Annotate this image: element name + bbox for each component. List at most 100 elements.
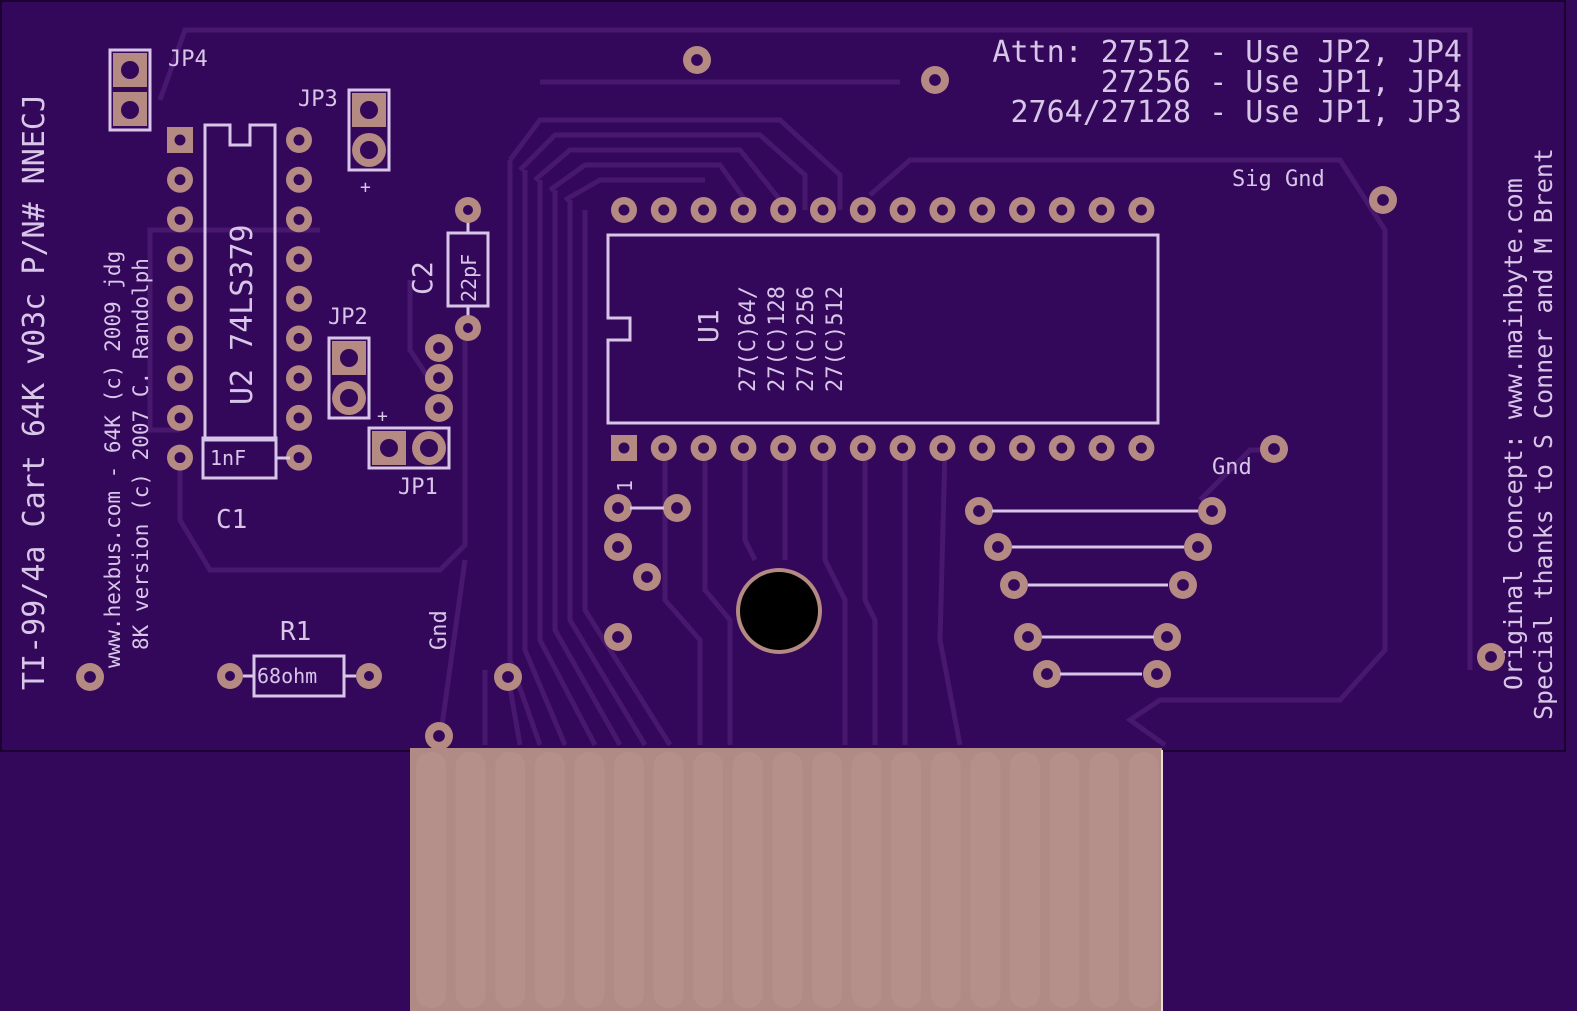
u1-pin (810, 435, 836, 461)
connector-finger (693, 752, 724, 1008)
c2-value: 22pF (457, 254, 481, 302)
via-pad (1198, 497, 1226, 525)
via-pad (1033, 660, 1061, 688)
connector-finger (1049, 752, 1080, 1008)
jumper-jp3: JP3 + (298, 87, 391, 198)
connector-finger (930, 752, 961, 1008)
attn-line-1: Attn: 27512 - Use JP2, JP4 (992, 35, 1462, 70)
jp1-label: JP1 (398, 475, 438, 500)
u1-pin (1048, 435, 1075, 461)
sig-gnd-label: Sig Gnd (1232, 167, 1325, 192)
connector-finger (1128, 752, 1159, 1008)
u1-pin (690, 435, 717, 461)
attn-line-3: 2764/27128 - Use JP1, JP3 (1010, 95, 1462, 130)
u2-pin (286, 365, 312, 392)
right-credit-2: Special thanks to S Conner and M Brent (1529, 148, 1558, 720)
u2-pin (286, 127, 312, 153)
u1-part-4: 27(C)512 (823, 286, 848, 392)
u1-pin (650, 197, 677, 223)
u2-pin (167, 127, 193, 153)
via-pad (1184, 533, 1212, 561)
connector-finger (970, 752, 1001, 1008)
u1-pin1-label: 1 (613, 480, 637, 492)
u1-pin (889, 435, 916, 461)
capacitor-c2: 22pF C2 (406, 197, 490, 341)
right-credit-1: Original concept: www.mainbyte.com (1499, 178, 1528, 690)
u2-pin (167, 166, 193, 193)
chip-u2: U2 74LS379 (167, 123, 312, 471)
u1-pin (1088, 435, 1115, 461)
via-pad (604, 533, 632, 561)
u1-pin (611, 197, 637, 223)
u2-pin (167, 404, 193, 431)
u2-label: U2 74LS379 (225, 224, 260, 405)
u1-pin (969, 197, 996, 223)
u2-pin (167, 246, 193, 273)
u2-pin (286, 166, 312, 193)
u1-label: U1 (692, 309, 725, 343)
via-pad (1477, 643, 1505, 671)
u1-pin (849, 435, 876, 461)
via-pad (425, 364, 453, 392)
via-pad (984, 533, 1012, 561)
u2-pin (286, 404, 312, 431)
attn-line-2: 27256 - Use JP1, JP4 (1101, 65, 1462, 100)
via-pad (633, 563, 661, 591)
chip-u1: U1 27(C)64/ 27(C)128 27(C)256 27(C)512 (606, 197, 1160, 461)
u1-part-2: 27(C)128 (765, 286, 790, 392)
u1-pin (1009, 435, 1035, 461)
misc-pads (76, 46, 1505, 750)
connector-finger (416, 752, 446, 1008)
connector-finger (851, 752, 882, 1008)
via-pad (1369, 186, 1397, 214)
r1-label: R1 (280, 617, 311, 647)
u1-pin (770, 435, 797, 461)
resistor-r1: 68ohm R1 (217, 617, 382, 698)
u2-pin (167, 285, 193, 312)
edge-connector (410, 748, 1163, 1011)
u2-pin (286, 285, 312, 312)
c1-label: C1 (216, 505, 247, 535)
via-pad (425, 334, 453, 362)
u1-pin (810, 197, 836, 223)
gnd-left-label: Gnd (427, 610, 452, 650)
connector-finger (1010, 752, 1040, 1008)
capacitor-c1: 1nF C1 (201, 436, 290, 535)
via-pad (1260, 435, 1288, 463)
jp2-plus: + (377, 406, 388, 427)
connector-finger (614, 752, 644, 1008)
jp3-plus: + (360, 177, 371, 198)
u1-pin (1048, 197, 1075, 223)
u1-pin (929, 435, 956, 461)
via-pad (1153, 623, 1181, 651)
via-pad (683, 46, 711, 74)
c2-label: C2 (406, 261, 439, 295)
u1-part-1: 27(C)64/ (736, 286, 761, 392)
u2-pin (286, 206, 312, 233)
u1-part-3: 27(C)256 (794, 286, 819, 392)
via-pad (604, 623, 632, 651)
connector-finger (772, 752, 803, 1008)
u1-pin (730, 435, 757, 461)
u1-pin (1128, 435, 1155, 461)
u1-pin (770, 197, 797, 223)
via-pad (965, 497, 993, 525)
via-pad (1169, 571, 1197, 599)
u1-pin (929, 197, 956, 223)
r1-value: 68ohm (257, 664, 317, 688)
connector-finger (495, 752, 526, 1008)
via-pad (76, 663, 104, 691)
jp4-label: JP4 (168, 47, 208, 72)
via-pad (921, 66, 949, 94)
c1-value: 1nF (210, 446, 246, 470)
u2-pin (167, 325, 193, 352)
connector-finger (891, 752, 922, 1008)
u1-pin (1128, 197, 1155, 223)
connector-finger (812, 752, 842, 1008)
via-pad (425, 722, 453, 750)
connector-finger (732, 752, 763, 1008)
via-pad (663, 494, 691, 522)
u1-pin (969, 435, 996, 461)
pad-pair-lines (630, 506, 1198, 676)
